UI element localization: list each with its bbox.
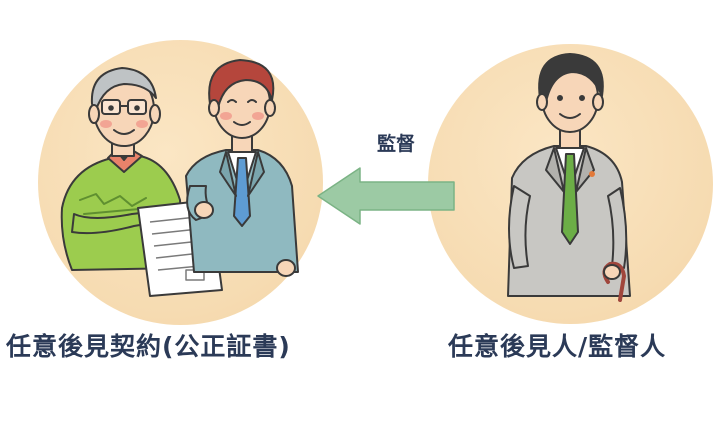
right-caption: 任意後見人/監督人 — [448, 332, 667, 361]
guardian-illustration — [507, 53, 631, 302]
left-caption: 任意後見契約(公正証書) — [6, 332, 291, 361]
arrow-left-icon — [317, 167, 455, 225]
arrow-label: 監督 — [376, 133, 415, 155]
lawyer-illustration — [185, 59, 299, 277]
